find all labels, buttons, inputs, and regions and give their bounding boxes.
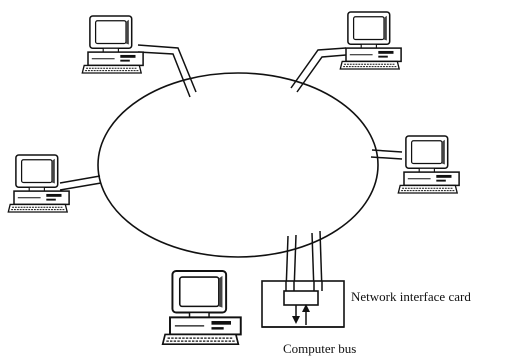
ring-cable xyxy=(97,72,379,258)
nic-chip xyxy=(283,290,319,306)
cable-left xyxy=(59,175,102,191)
computer-right-icon xyxy=(397,135,460,194)
computer-left-icon xyxy=(7,154,70,213)
cable-top-left xyxy=(137,44,197,98)
cable-top-right xyxy=(290,47,347,93)
bus-arrow-up xyxy=(302,304,310,325)
network-interface-card-label: Network interface card xyxy=(351,289,471,304)
computer-bus-label: Computer bus xyxy=(283,341,357,356)
computer-top-right-icon xyxy=(339,11,402,70)
computer-top-left-icon xyxy=(81,15,144,74)
cable-right xyxy=(370,149,403,160)
bus-arrow-down xyxy=(292,305,300,324)
computer-bottom-icon xyxy=(161,270,242,346)
